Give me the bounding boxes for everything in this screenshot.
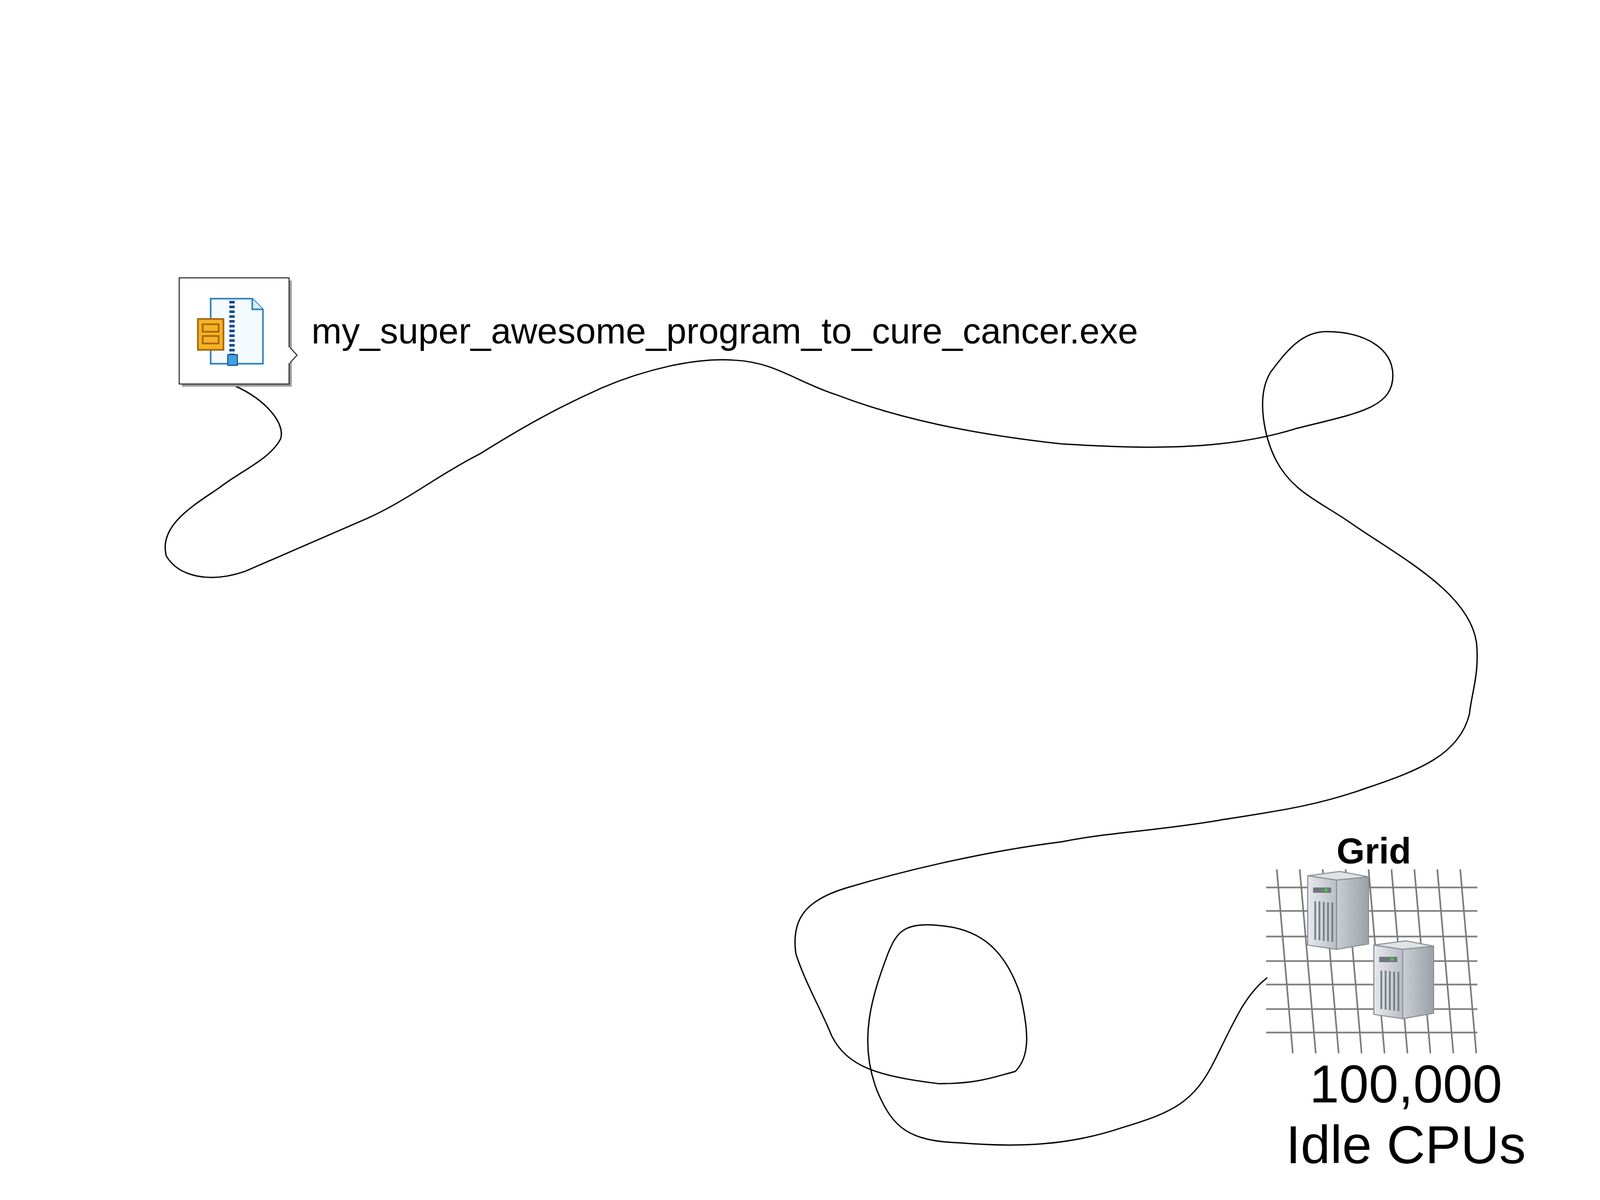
grid-icon bbox=[1261, 869, 1486, 1054]
file-icon bbox=[178, 277, 302, 392]
icon-notch bbox=[289, 346, 298, 364]
server-symbol bbox=[1373, 940, 1434, 1019]
cpu-count: 100,000 Idle CPUs bbox=[1267, 1053, 1545, 1175]
file-name: my_super_awesome_program_to_cure_cancer.… bbox=[311, 309, 1139, 352]
icon-notch-gap bbox=[288, 347, 291, 364]
file-node: my_super_awesome_program_to_cure_cancer.… bbox=[178, 277, 1139, 384]
grid-lines bbox=[1266, 869, 1478, 1054]
server-symbol bbox=[1307, 871, 1369, 950]
icon-frame bbox=[179, 277, 290, 384]
page-fold bbox=[252, 298, 263, 310]
zipper-pull bbox=[227, 354, 238, 366]
cabinet bbox=[197, 318, 224, 350]
cabinet-drawer bbox=[202, 336, 219, 344]
cabinet-drawer bbox=[202, 324, 219, 332]
grid-node: Grid 100,000 Idle CPUs bbox=[1267, 832, 1545, 1175]
squiggle-connector bbox=[165, 331, 1478, 1146]
zipper bbox=[229, 300, 235, 358]
grid-title: Grid bbox=[1267, 832, 1481, 870]
